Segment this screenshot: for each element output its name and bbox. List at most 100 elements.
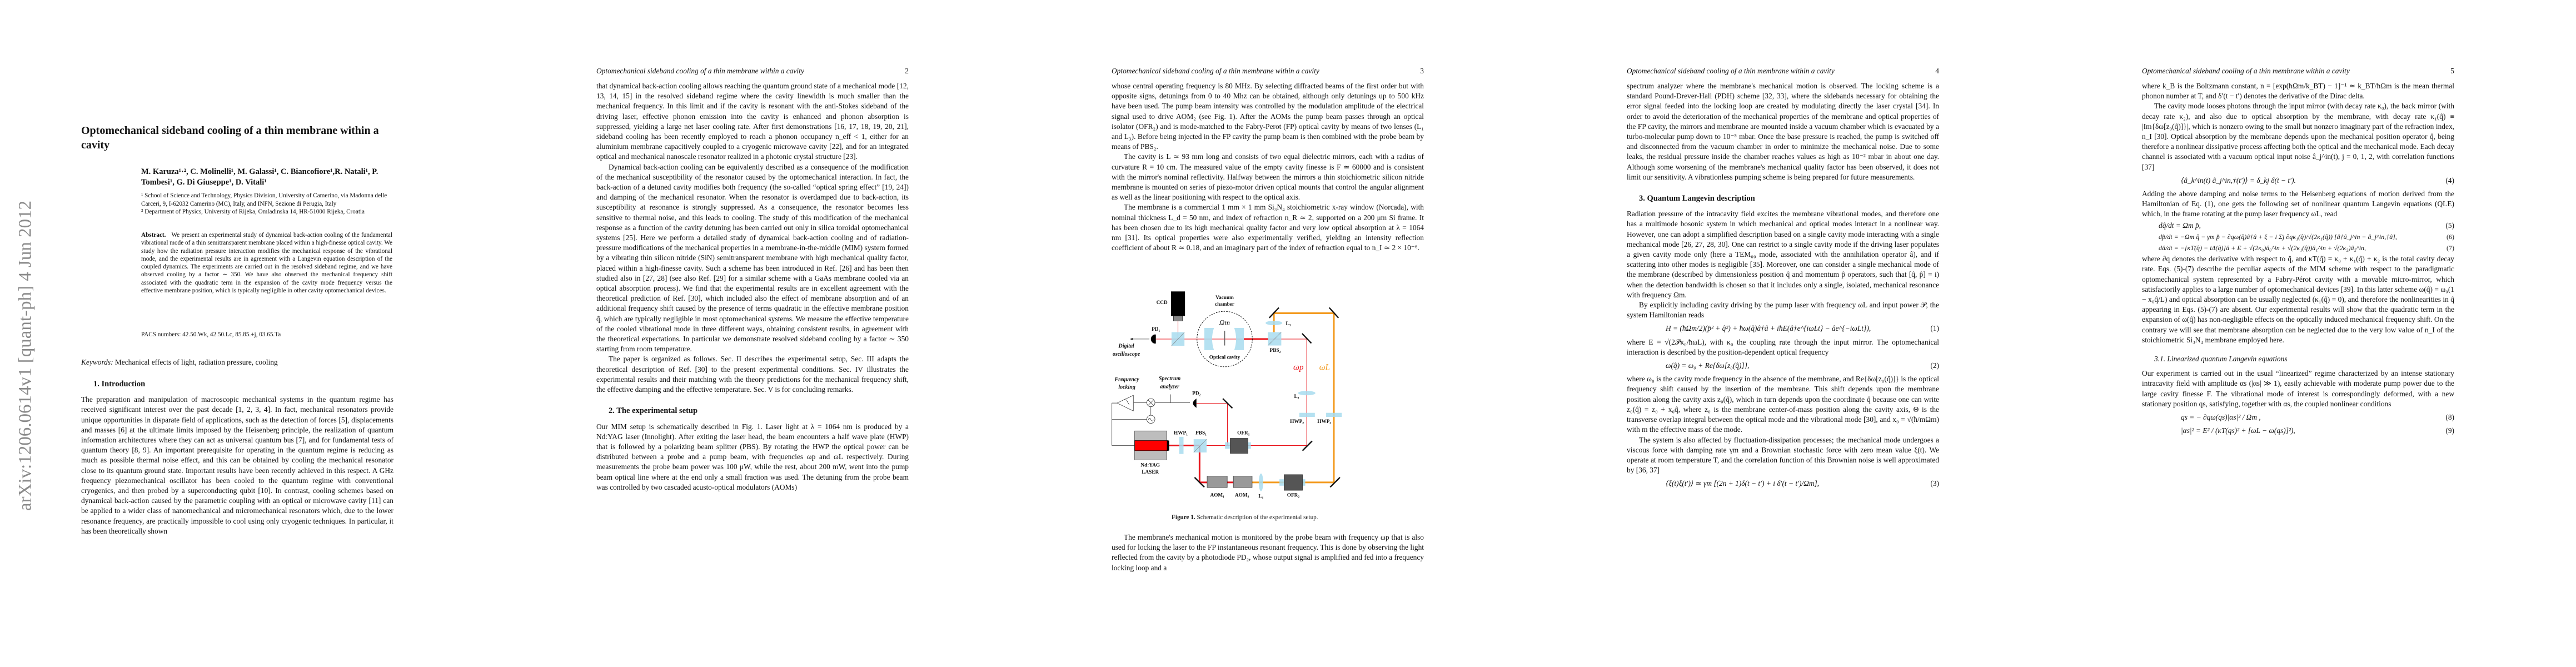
running-head: Optomechanical sideband cooling of a thi… [2142, 67, 2454, 75]
affiliation: ¹ School of Science and Technology, Phys… [141, 192, 387, 207]
paragraph: that dynamical back-action cooling allow… [596, 82, 909, 161]
equation-9: |αs|² = E² / (κT(qs)² + [ωL − ω(qs)]²),(… [2181, 426, 2454, 435]
page-number: 3 [1420, 67, 1424, 75]
equation-8: qs = − ∂qω(qs)|αs|² / Ωm ,(8) [2181, 413, 2454, 422]
label-frequency: Frequency [1114, 376, 1140, 382]
keywords: Keywords: Mechanical effects of light, r… [81, 358, 278, 366]
label-spectrum: Spectrum [1159, 376, 1180, 382]
label-pd2: PD₂ [1192, 391, 1200, 397]
abstract: Abstract. We present an experimental stu… [141, 231, 392, 295]
optical-isolator-2 [1284, 474, 1303, 491]
body-text: whose central operating frequency is 80 … [1112, 81, 1424, 253]
label-chamber: chamber [1215, 302, 1234, 307]
page-number: 2 [905, 67, 909, 75]
paragraph: The system is also affected by fluctuati… [1627, 435, 1939, 475]
label-omega-l: ωL [1319, 362, 1330, 372]
page-3: Optomechanical sideband cooling of a thi… [1030, 0, 1546, 667]
abstract-text: We present an experimental study of dyna… [141, 232, 393, 295]
optics [1171, 321, 1342, 491]
label-pd1: PD₁ [1152, 327, 1160, 332]
arxiv-stamp: arXiv:1206.0614v1 [quant-ph] 4 Jun 2012 [15, 200, 36, 511]
aom-2 [1233, 476, 1253, 488]
experimental-setup-figure: CCD Vacuum chamber Ωm PD₁ Digital oscill… [1112, 291, 1342, 499]
paragraph: where E = √(2𝒫κ₀/ħωL), with κ₀ the coupl… [1627, 337, 1939, 356]
label-analyzer: analyzer [1160, 384, 1179, 390]
paragraph: spectrum analyzer where the membrane's m… [1627, 82, 1939, 181]
body-text: The membrane's mechanical motion is moni… [1112, 532, 1424, 573]
photodiode-2 [1193, 399, 1197, 408]
vacuum-chamber [1197, 311, 1253, 367]
figure-caption: Figure 1. Schematic description of the e… [1172, 514, 1318, 521]
paper-title: Optomechanical sideband cooling of a thi… [81, 125, 379, 151]
page-5: Optomechanical sideband cooling of a thi… [2061, 0, 2576, 667]
paragraph: Our MIM setup is schematically described… [596, 422, 909, 491]
section-heading: 2. The experimental setup [609, 406, 698, 416]
equation-1: H = (ħΩm/2)(p̂² + q̂²) + ħω(q̂)â†â + iħE… [1666, 324, 1939, 333]
paragraph: The paper is organized as follows. Sec. … [596, 355, 909, 394]
label-l1: L₁ [1258, 494, 1263, 499]
label-l3: L₃ [1286, 321, 1291, 327]
electronics [1112, 394, 1190, 446]
body-text: spectrum analyzer where the membrane's m… [1627, 81, 1939, 492]
label-pbs2: PBS₂ [1270, 348, 1281, 354]
page-4: Optomechanical sideband cooling of a thi… [1546, 0, 2061, 667]
paragraph: The membrane is a commercial 1 mm × 1 mm… [1112, 203, 1424, 252]
section-heading: 3. Quantum Langevin description [1639, 194, 1755, 203]
affiliations: ¹ School of Science and Technology, Phys… [141, 192, 392, 216]
label-ofr1: OFR₁ [1237, 431, 1250, 436]
equation-2: ω(q̂) = ω₀ + Re{δω[z₀(q̂)]},(2) [1666, 361, 1939, 370]
label-aom1: AOM₁ [1210, 493, 1225, 499]
page-1: arXiv:1206.0614v1 [quant-ph] 4 Jun 2012 … [0, 0, 515, 667]
label-pbs1: PBS₁ [1195, 431, 1207, 436]
cavity-mirror-back [1234, 328, 1244, 350]
label-omega-m: Ωm [1219, 318, 1230, 327]
body-text: that dynamical back-action cooling allow… [596, 81, 909, 492]
paragraph: By explicitly including cavity driving b… [1627, 301, 1939, 320]
label-hwp3: HWP₃ [1317, 419, 1331, 425]
mirrors [1194, 307, 1341, 488]
paragraph: The membrane's mechanical motion is moni… [1112, 533, 1424, 572]
paragraph: The preparation and manipulation of macr… [81, 395, 393, 535]
label-locking: locking [1118, 385, 1135, 391]
paragraph: The cavity mode looses photons through t… [2142, 102, 2454, 171]
subsection-heading: 3.1. Linearized quantum Langevin equatio… [2154, 355, 2288, 364]
label-hwp2: HWP₂ [1290, 419, 1304, 425]
paragraph: Radiation pressure of the intracavity fi… [1627, 210, 1939, 299]
equation-4: ⟨â_k^in(t) â_j^in,†(t′)⟩ = δ_kj δ(t − t′… [2181, 176, 2454, 185]
author-list: M. Karuza¹·², C. Molinelli¹, M. Galassi¹… [141, 167, 378, 187]
paragraph: Adding the above damping and noise terms… [2142, 190, 2454, 218]
label-ndyag: Nd:YAG [1140, 463, 1160, 469]
paragraph: whose central operating frequency is 80 … [1112, 82, 1424, 151]
paragraph: where ω₀ is the cavity mode frequency in… [1627, 375, 1939, 434]
page-number: 5 [2450, 67, 2454, 75]
paragraph: where k_B is the Boltzmann constant, n =… [2142, 82, 2454, 101]
label-omega-p: ωp [1293, 362, 1304, 372]
page-2: Optomechanical sideband cooling of a thi… [515, 0, 1030, 667]
keywords-label: Keywords: [81, 358, 113, 366]
equation-7: dâ/dt = −[κT(q̂) − iΔ(q̂)]â + E + √(2κ₀)… [2159, 244, 2454, 252]
equation-5: dq̂/dt = Ωm p̂,(5) [2159, 221, 2454, 230]
label-optical-cavity: Optical cavity [1209, 355, 1240, 360]
paragraph: Our experiment is carried out in the usu… [2142, 369, 2454, 408]
label-aom2: AOM₂ [1235, 493, 1249, 499]
label-oscilloscope: oscilloscope [1113, 351, 1140, 357]
label-digital: Digital [1118, 344, 1134, 350]
paragraph: The cavity is L ≃ 93 mm long and consist… [1112, 152, 1424, 202]
label-vacuum: Vacuum [1215, 295, 1234, 301]
label-l2: L₂ [1294, 394, 1299, 400]
label-ofr2: OFR₂ [1287, 493, 1300, 499]
label-laser: LASER [1142, 470, 1159, 475]
label-ccd: CCD [1157, 300, 1168, 306]
aom-1 [1207, 476, 1228, 488]
paragraph: Dynamical back-action cooling can be equ… [596, 162, 909, 354]
introduction: 1. Introduction The preparation and mani… [81, 379, 393, 536]
section-heading: 1. Introduction [93, 380, 146, 389]
equation-6: dp̂/dt = −Ωm q̂ − γm p̂ − ∂qω(q̂)â†â + ξ… [2159, 232, 2454, 241]
abstract-label: Abstract. [141, 232, 166, 238]
ccd-camera [1170, 291, 1185, 316]
paragraph: where ∂q denotes the derivative with res… [2142, 255, 2454, 344]
equation-3: ⟨ξ(t)ξ(t′)⟩ ≃ γm [(2n + 1)δ(t − t′) + i … [1666, 479, 1939, 488]
optical-isolator-1 [1230, 438, 1248, 454]
running-head: Optomechanical sideband cooling of a thi… [596, 67, 909, 75]
label-hwp1: HWP₁ [1174, 431, 1188, 436]
